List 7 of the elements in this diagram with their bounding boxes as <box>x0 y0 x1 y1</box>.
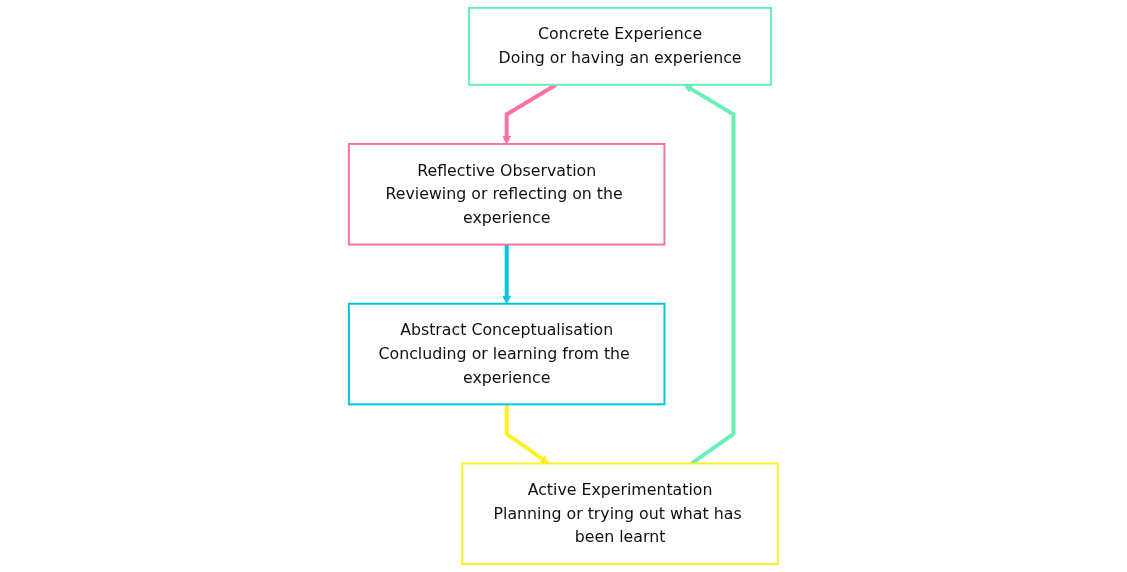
arrow <box>502 83 558 145</box>
node-box: Reflective Observation Reviewing or reflecting on the experience <box>348 143 666 246</box>
arrow <box>502 244 512 305</box>
node-box: Active Experimentation Planning or trying out what has been learnt <box>461 462 779 566</box>
node-box: Abstract Conceptualisation Concluding or learning from the experience <box>348 302 666 406</box>
node-box: Concrete Experience Doing or having an experience <box>468 6 773 86</box>
arrow <box>504 404 550 464</box>
